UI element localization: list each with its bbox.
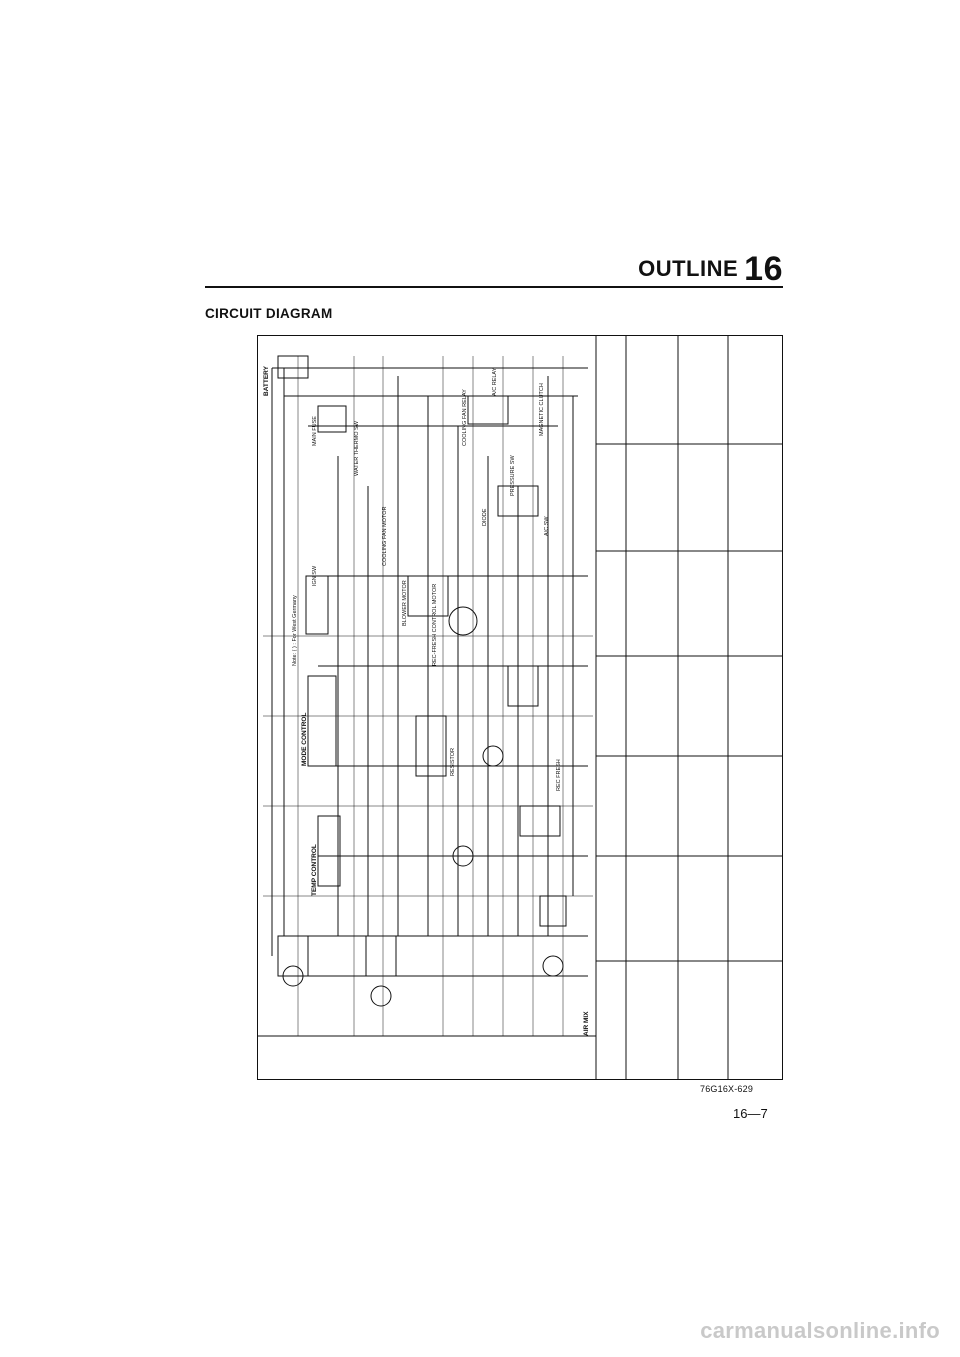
label-mode-control: MODE CONTROL — [301, 713, 308, 766]
footer-watermark: carmanualsonline.info — [700, 1318, 940, 1343]
chapter-number: 16 — [744, 250, 783, 288]
label-pressure-sw: PRESSURE SW — [510, 455, 516, 496]
figure-reference: 76G16X-629 — [700, 1084, 754, 1094]
page-number: 16—7 — [733, 1106, 768, 1121]
circuit-diagram-drawing: BATTERY MAIN FUSE IGN SW MODE CONTROL TE… — [258, 336, 782, 1079]
label-rec-fresh: REC FRESH — [556, 759, 562, 791]
label-ac-sw: A/C SW — [544, 516, 550, 536]
label-ign-sw: IGN SW — [312, 565, 318, 586]
label-cooling-fan-motor: COOLING FAN MOTOR — [382, 506, 388, 566]
circuit-diagram: BATTERY MAIN FUSE IGN SW MODE CONTROL TE… — [257, 335, 783, 1080]
chapter-title-word: OUTLINE — [638, 256, 739, 281]
label-rec-fresh-motor: REC-FRESH CONTROL MOTOR — [432, 584, 438, 666]
label-main-fuse: MAIN FUSE — [312, 416, 318, 446]
header-rule — [205, 286, 783, 288]
label-magnetic-clutch: MAGNETIC CLUTCH — [539, 383, 545, 436]
section-title: CIRCUIT DIAGRAM — [205, 306, 333, 321]
label-temp-control: TEMP CONTROL — [311, 844, 318, 896]
label-battery: BATTERY — [263, 365, 270, 396]
label-resistor: RESISTOR — [450, 748, 456, 776]
label-blower-motor: BLOWER MOTOR — [402, 580, 408, 626]
label-water-thermo-sw: WATER THERMO SW — [354, 420, 360, 476]
label-air-mix: AIR MIX — [583, 1011, 590, 1036]
label-note: Note: ( ) : For West Germany — [292, 595, 298, 666]
label-diode: DIODE — [482, 508, 488, 526]
label-ac-relay: A/C RELAY — [492, 367, 498, 396]
label-cooling-fan-relay: COOLING FAN RELAY — [462, 389, 468, 446]
